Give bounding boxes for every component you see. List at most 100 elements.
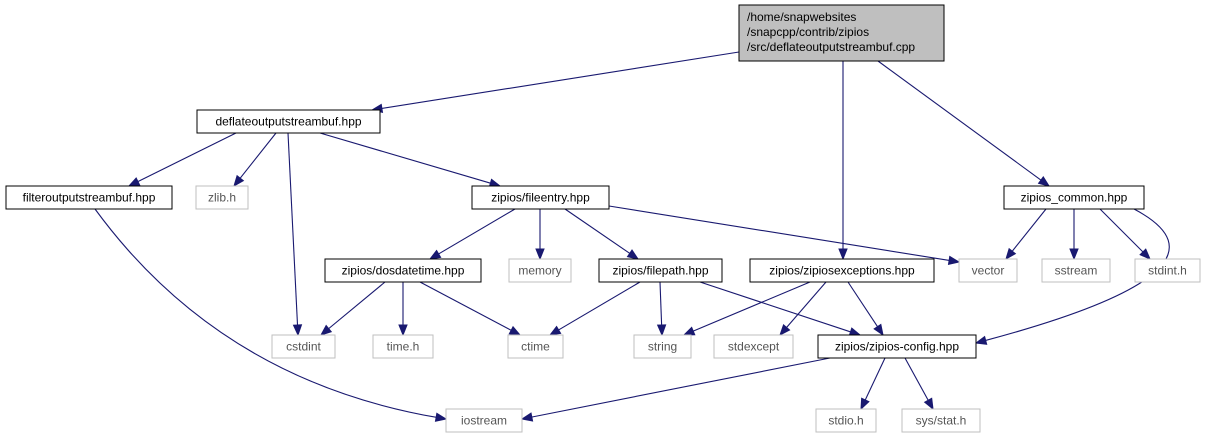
edge-root-to-zipios_common_hpp — [877, 60, 1051, 187]
edge-arrowhead — [292, 324, 303, 337]
edge-zipios_common_hpp-to-sstream — [1069, 209, 1079, 261]
edge-zipios_dosdatetime_hpp-to-time_h — [398, 282, 408, 337]
edge-arrowhead — [682, 326, 696, 336]
edge-line — [327, 281, 386, 330]
edge-arrowhead — [127, 177, 141, 187]
edge-arrowhead — [428, 249, 442, 260]
edge-zipios_zipiosexceptions_hpp-to-zipios_config_hpp — [847, 281, 884, 337]
node-label: iostream — [461, 414, 507, 428]
edge-arrowhead — [535, 248, 545, 261]
edge-zipios_config_hpp-to-stdio_h — [860, 357, 886, 411]
node-label: zipios/zipiosexceptions.hpp — [769, 264, 915, 278]
node-filteroutputstreambuf-hpp[interactable]: filteroutputstreambuf.hpp — [5, 185, 173, 210]
edge-arrowhead — [947, 255, 961, 266]
node-stdio-h: stdio.h — [815, 408, 877, 433]
node-zlib-h: zlib.h — [195, 185, 249, 210]
edge-deflateoutputstreambuf_hpp-to-cstdint — [287, 132, 303, 337]
node-box — [445, 408, 523, 433]
edge-arrowhead — [1139, 248, 1151, 260]
edge-zipios_dosdatetime_hpp-to-ctime — [419, 281, 522, 336]
edge-line — [1011, 208, 1047, 253]
node-time-h: time.h — [372, 334, 434, 359]
node-box — [471, 185, 610, 210]
edge-zipios_common_hpp-to-vector — [1005, 208, 1047, 261]
edge-deflateoutputstreambuf_hpp-to-zlib_h — [233, 132, 277, 188]
edge-line — [1099, 208, 1145, 254]
node-label: stdio.h — [828, 414, 863, 428]
node-box — [901, 408, 981, 433]
edge-line — [319, 132, 492, 184]
node-string: string — [633, 334, 692, 359]
node-label: zipios/dosdatetime.hpp — [342, 264, 465, 278]
node-zipios-dosdatetime-hpp[interactable]: zipios/dosdatetime.hpp — [324, 258, 482, 283]
edge-line — [437, 208, 516, 255]
node-box — [324, 258, 482, 283]
edge-arrowhead — [398, 324, 408, 337]
node-label: zipios/zipios-config.hpp — [835, 340, 959, 354]
node-label: memory — [518, 264, 561, 278]
node-stdexcept: stdexcept — [713, 334, 794, 359]
node-box — [372, 334, 434, 359]
edge-zipios_config_hpp-to-sys_stat_h — [904, 357, 934, 411]
node-box — [1041, 258, 1111, 283]
edge-arrowhead — [860, 397, 870, 411]
edge-line — [530, 357, 831, 418]
node-label: zlib.h — [208, 191, 236, 205]
node-zipios-fileentry-hpp[interactable]: zipios/fileentry.hpp — [471, 185, 610, 210]
edge-arrowhead — [656, 324, 667, 337]
node-box — [508, 258, 572, 283]
nodes-layer: /home/snapwebsites/snapcpp/contrib/zipio… — [5, 4, 1201, 433]
node-box — [5, 185, 173, 210]
edge-zipios_fileentry_hpp-to-vector — [608, 205, 961, 266]
node-label: sstream — [1055, 264, 1098, 278]
node-zipios-zipiosexceptions-hpp[interactable]: zipios/zipiosexceptions.hpp — [749, 258, 935, 283]
edges-layer — [94, 51, 1170, 422]
edge-filteroutputstreambuf_hpp-to-iostream — [94, 208, 448, 422]
node-label: zipios/filepath.hpp — [612, 264, 708, 278]
edge-line — [785, 281, 827, 329]
node-label: /snapcpp/contrib/zipios — [747, 25, 869, 39]
node-box — [633, 334, 692, 359]
edge-zipios_config_hpp-to-iostream — [520, 357, 831, 422]
node-box — [815, 408, 877, 433]
node-label: /src/deflateoutputstreambuf.cpp — [747, 40, 915, 54]
node-box — [738, 4, 945, 62]
edge-line — [864, 357, 886, 402]
edge-line — [136, 132, 237, 183]
node-box — [817, 334, 977, 359]
node-iostream: iostream — [445, 408, 523, 433]
node-deflateoutputstreambuf-hpp[interactable]: deflateoutputstreambuf.hpp — [196, 109, 381, 134]
edge-line — [564, 208, 631, 255]
node-box — [713, 334, 794, 359]
edge-zipios_filepath_hpp-to-string — [656, 281, 667, 337]
node-label: filteroutputstreambuf.hpp — [23, 191, 156, 205]
node-zipios-common-hpp[interactable]: zipios_common.hpp — [1003, 185, 1145, 210]
edge-arrowhead — [1069, 248, 1079, 261]
edge-line — [699, 281, 852, 333]
node-box — [1003, 185, 1145, 210]
node-box — [598, 258, 723, 283]
node-ctime: ctime — [507, 334, 564, 359]
node-box — [196, 109, 381, 134]
node-label: /home/snapwebsites — [747, 10, 856, 24]
node-label: stdint.h — [1148, 264, 1187, 278]
node-label: stdexcept — [728, 340, 780, 354]
node-box — [271, 334, 336, 359]
edge-arrowhead — [508, 325, 522, 336]
node-vector: vector — [958, 258, 1018, 283]
node-label: vector — [972, 264, 1005, 278]
edge-zipios_fileentry_hpp-to-zipios_dosdatetime_hpp — [428, 208, 516, 260]
node-label: zipios/fileentry.hpp — [491, 191, 590, 205]
node-zipios-filepath-hpp[interactable]: zipios/filepath.hpp — [598, 258, 723, 283]
node-root[interactable]: /home/snapwebsites/snapcpp/contrib/zipio… — [738, 4, 945, 62]
edge-zipios_filepath_hpp-to-zipios_config_hpp — [699, 281, 862, 337]
edge-zipios_common_hpp-to-stdint_h — [1099, 208, 1151, 260]
edge-line — [94, 208, 438, 419]
node-zipios-config-hpp[interactable]: zipios/zipios-config.hpp — [817, 334, 977, 359]
edge-arrowhead — [548, 325, 562, 336]
node-label: sys/stat.h — [916, 414, 967, 428]
edge-line — [239, 132, 277, 180]
node-label: deflateoutputstreambuf.hpp — [215, 115, 361, 129]
node-memory: memory — [508, 258, 572, 283]
